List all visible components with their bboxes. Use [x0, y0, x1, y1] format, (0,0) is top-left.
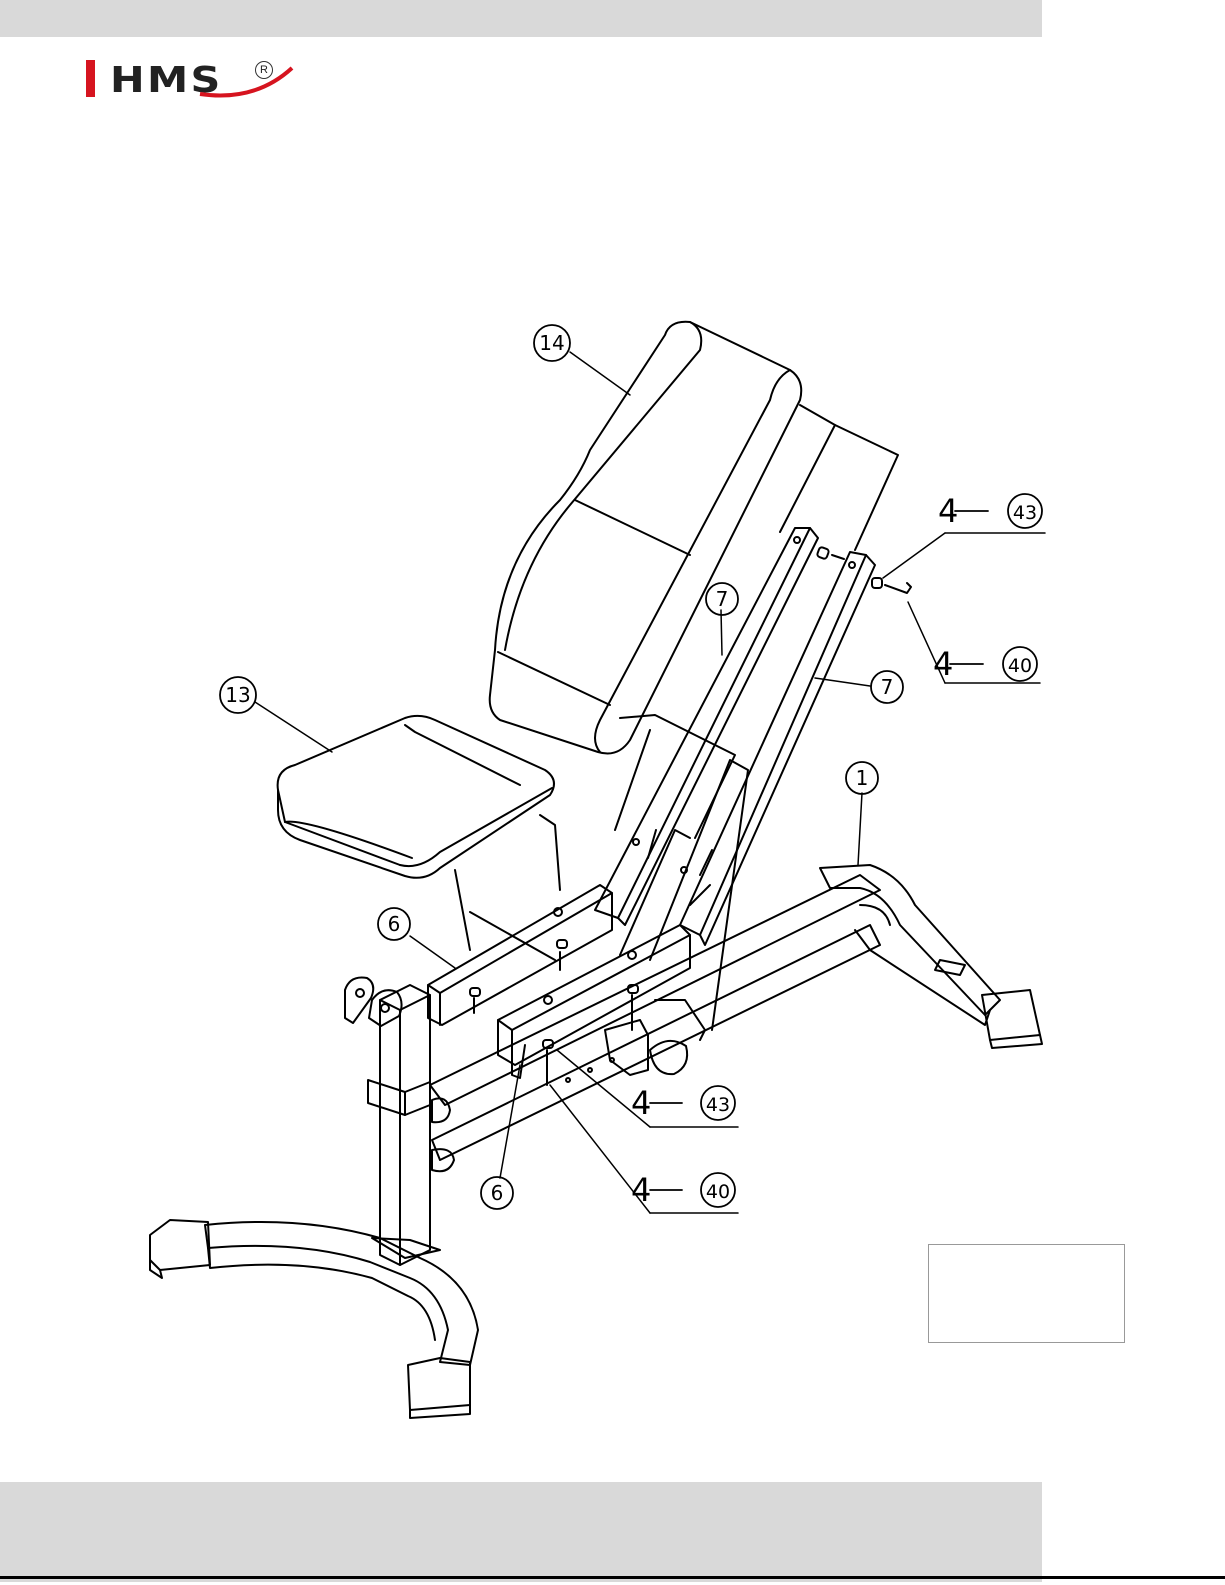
seat-brackets: [428, 885, 705, 1078]
hw-43a-part: 43: [1013, 502, 1037, 524]
upright-tubes: [595, 528, 875, 1030]
hardware-bolts: [470, 547, 911, 1085]
hw-40a-part: 40: [1008, 655, 1032, 677]
callout-1-label: 1: [856, 766, 869, 790]
base-frame: [150, 865, 1042, 1418]
hw-43a-qty: 4: [938, 492, 958, 530]
callout-13-label: 13: [225, 683, 250, 707]
hw-43b-part: 43: [706, 1094, 730, 1116]
seat-pad: [278, 716, 560, 960]
hw-40b-part: 40: [706, 1181, 730, 1203]
callout-7b-label: 7: [881, 675, 894, 699]
footer-band: [0, 1482, 1042, 1582]
callout-6a-label: 6: [388, 912, 401, 936]
hw-40b-qty: 4: [631, 1171, 651, 1209]
callout-6b-label: 6: [491, 1181, 504, 1205]
callout-bubbles: [220, 325, 1042, 1209]
callout-14-label: 14: [539, 331, 564, 355]
footer-rule: [0, 1576, 1225, 1579]
hw-43b-qty: 4: [631, 1084, 651, 1122]
callout-7a-label: 7: [716, 587, 729, 611]
page-number-box: [928, 1244, 1125, 1343]
hw-40a-qty: 4: [933, 645, 953, 683]
